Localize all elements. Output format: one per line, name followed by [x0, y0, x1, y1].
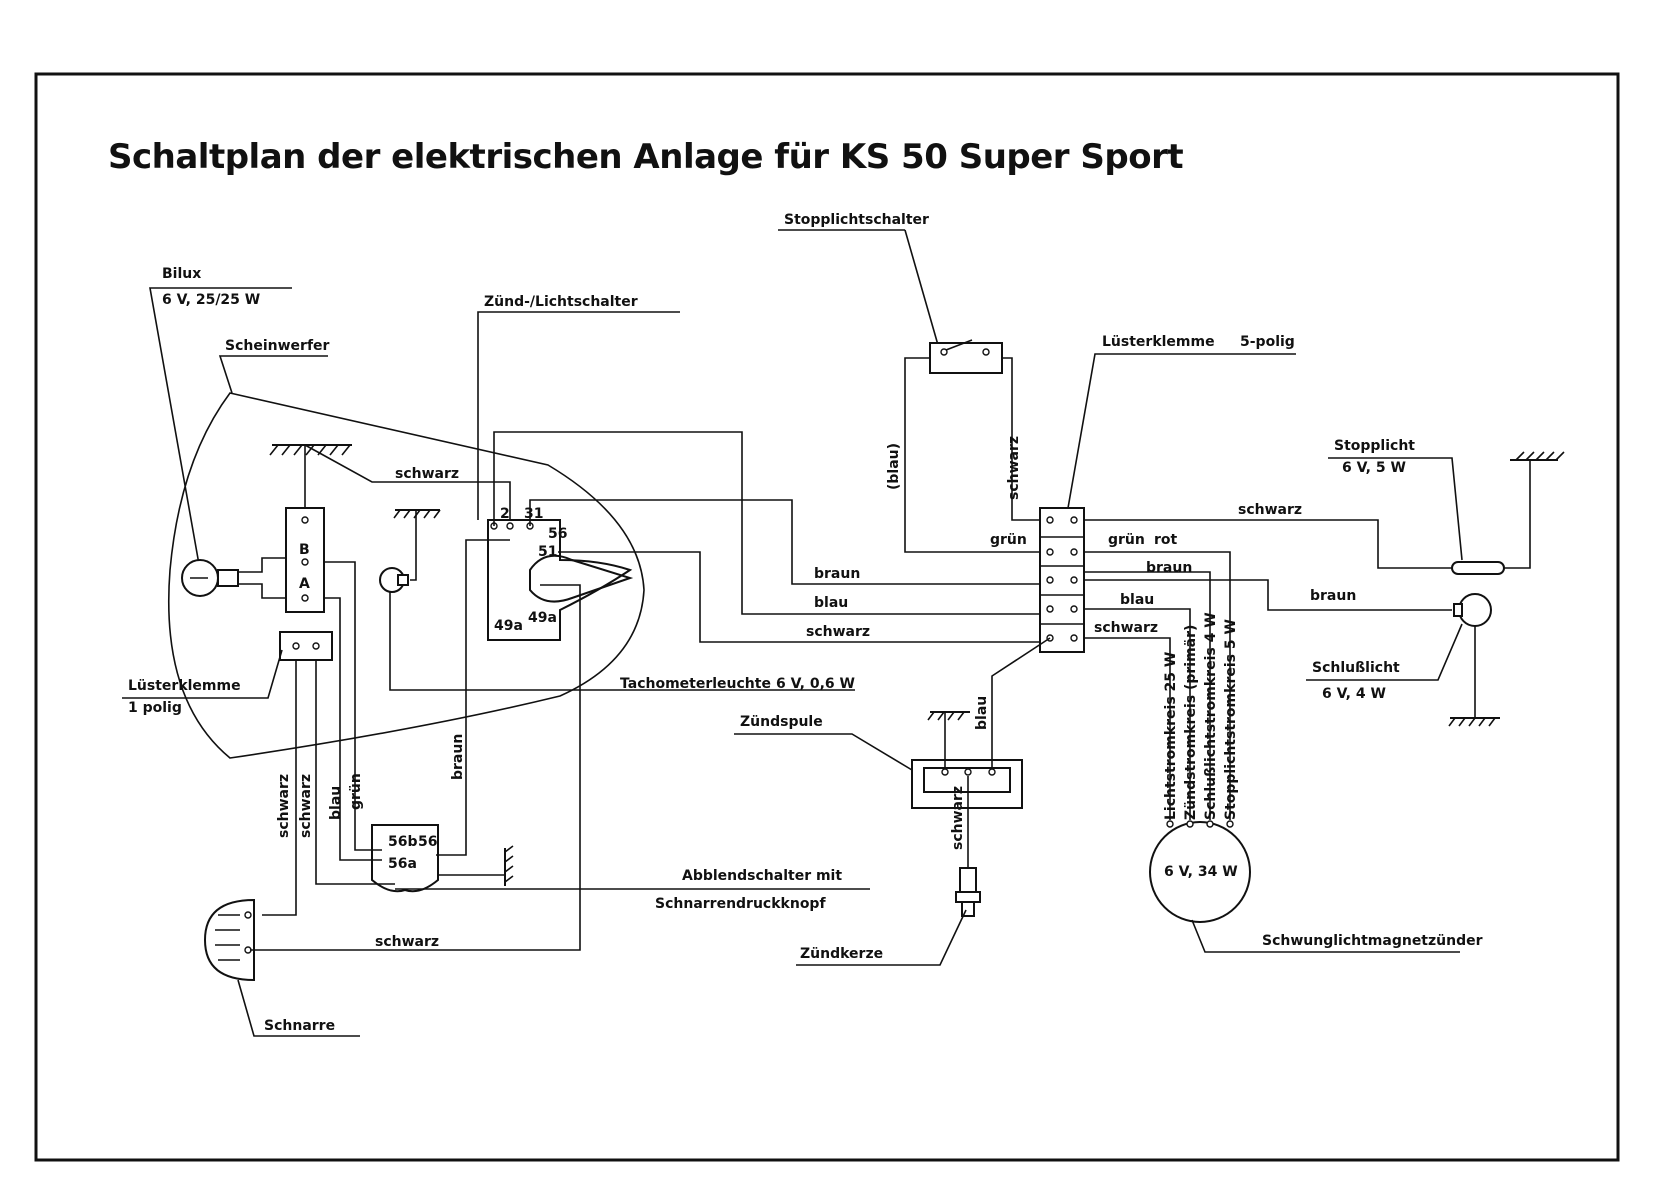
circuit-label-2: Zündstromkreis (primär): [1183, 625, 1199, 820]
stop-switch: [929, 342, 1003, 374]
terminal-2: 2: [500, 506, 510, 522]
label-tachometerleuchte-spec: 6 V, 0,6 W: [776, 676, 855, 692]
label-luesterklemme-5: Lüsterklemme: [1102, 334, 1215, 350]
terminal-51: 51: [538, 544, 557, 560]
terminal-56b: 56b: [388, 834, 418, 850]
wire-label-rot: rot: [1154, 532, 1178, 548]
label-stopplicht-spec: 6 V, 5 W: [1342, 460, 1406, 476]
diagram-frame: [34, 72, 1620, 1162]
wire-label-braun-tail: braun: [1310, 588, 1356, 604]
circuit-label-4: Stopplichtstromkreis 5 W: [1223, 619, 1239, 820]
ignition-switch: [487, 519, 634, 641]
wire-label-schwarz-v2: schwarz: [298, 774, 314, 838]
terminal-49a-2: 49a: [528, 610, 557, 626]
leader-bilux: [149, 287, 292, 571]
ground-icon-5: [1448, 717, 1500, 727]
wire-label-schwarz-plug: schwarz: [950, 786, 966, 850]
wire-label-blau-main: blau: [814, 595, 848, 611]
tachometer-bulb-icon: [379, 567, 409, 593]
wire-label-schwarz-head: schwarz: [395, 466, 459, 482]
terminal-56a: 56a: [388, 856, 417, 872]
wire-label-blau-stop: (blau): [886, 443, 902, 490]
wire-label-blau-coil: blau: [974, 696, 990, 730]
label-stopplicht: Stopplicht: [1334, 438, 1415, 454]
label-schlusslicht-spec: 6 V, 4 W: [1322, 686, 1386, 702]
label-schwunglicht: Schwunglichtmagnetzünder: [1262, 933, 1483, 949]
wire-label-schwarz-main: schwarz: [806, 624, 870, 640]
circuit-label-1: Lichtstromkreis 25 W: [1163, 652, 1179, 820]
dimmer-switch: [371, 824, 439, 893]
label-zuendspule: Zündspule: [740, 714, 823, 730]
spark-plug-icon: [955, 867, 981, 917]
diagram-title: Schaltplan der elektrischen Anlage für K…: [108, 137, 1183, 177]
label-abblendschalter-2: Schnarrendruckknopf: [655, 896, 826, 912]
label-zuendkerze: Zündkerze: [800, 946, 883, 962]
horn-icon: [203, 898, 255, 982]
wire-label-schwarz-stop: schwarz: [1006, 436, 1022, 500]
leader-scheinwerfer: [218, 355, 328, 394]
wire-label-braun-right: braun: [1146, 560, 1192, 576]
wire-label-blau-v: blau: [328, 786, 344, 820]
label-scheinwerfer: Scheinwerfer: [225, 338, 330, 354]
terminal-56: 56: [418, 834, 437, 850]
luesterklemme-1polig: [279, 631, 333, 661]
wire-label-gruen-v: grün: [348, 773, 364, 810]
terminal-49a-1: 49a: [494, 618, 523, 634]
ground-icon-4: [1510, 451, 1565, 461]
label-schlusslicht: Schlußlicht: [1312, 660, 1400, 676]
label-luesterklemme-1-pol: 1 polig: [128, 700, 182, 716]
wire-label-gruen-right: grün: [1108, 532, 1145, 548]
scheinwerfer-outline: [167, 392, 645, 759]
label-tachometerleuchte: Tachometerleuchte: [620, 676, 771, 692]
label-bilux-spec: 6 V, 25/25 W: [162, 292, 260, 308]
wire-label-schwarz-bottom: schwarz: [375, 934, 439, 950]
magneto-icon: [1149, 821, 1251, 923]
label-luesterklemme-1: Lüsterklemme: [128, 678, 241, 694]
wire-label-schwarz-right2: schwarz: [1094, 620, 1158, 636]
terminal-b: B: [299, 542, 310, 558]
wire-label-schwarz-right: schwarz: [1238, 502, 1302, 518]
label-stopplichtschalter: Stopplichtschalter: [784, 212, 929, 228]
circuit-label-3: Schlußlichtstromkreis 4 W: [1203, 612, 1219, 820]
ground-icon: [269, 444, 352, 456]
label-luesterklemme-5-pol: 5-polig: [1240, 334, 1295, 350]
label-bilux: Bilux: [162, 266, 201, 282]
terminal-31: 31: [524, 506, 543, 522]
wire-label-schwarz-v1: schwarz: [276, 774, 292, 838]
wire-label-braun-vert: braun: [450, 734, 466, 780]
wire-label-braun-main: braun: [814, 566, 860, 582]
label-schnarre: Schnarre: [264, 1018, 335, 1034]
bilux-bulb-icon: [181, 559, 239, 597]
label-zuend-lichtschalter: Zünd-/Lichtschalter: [484, 294, 638, 310]
wire-label-gruen-left: grün: [990, 532, 1027, 548]
leader-zuendschalter: [477, 311, 680, 520]
ground-icon-6: [927, 711, 970, 721]
label-abblendschalter-1: Abblendschalter mit: [682, 868, 842, 884]
terminal-56: 56: [548, 526, 567, 542]
taillight-bulb-icon: [1453, 593, 1492, 627]
ground-icon-2: [393, 509, 441, 519]
ground-icon-3: [504, 845, 514, 886]
wire-label-blau-right: blau: [1120, 592, 1154, 608]
label-magneto-spec: 6 V, 34 W: [1164, 864, 1238, 880]
stoplight-bulb-icon: [1451, 561, 1505, 575]
terminal-a: A: [299, 576, 310, 592]
